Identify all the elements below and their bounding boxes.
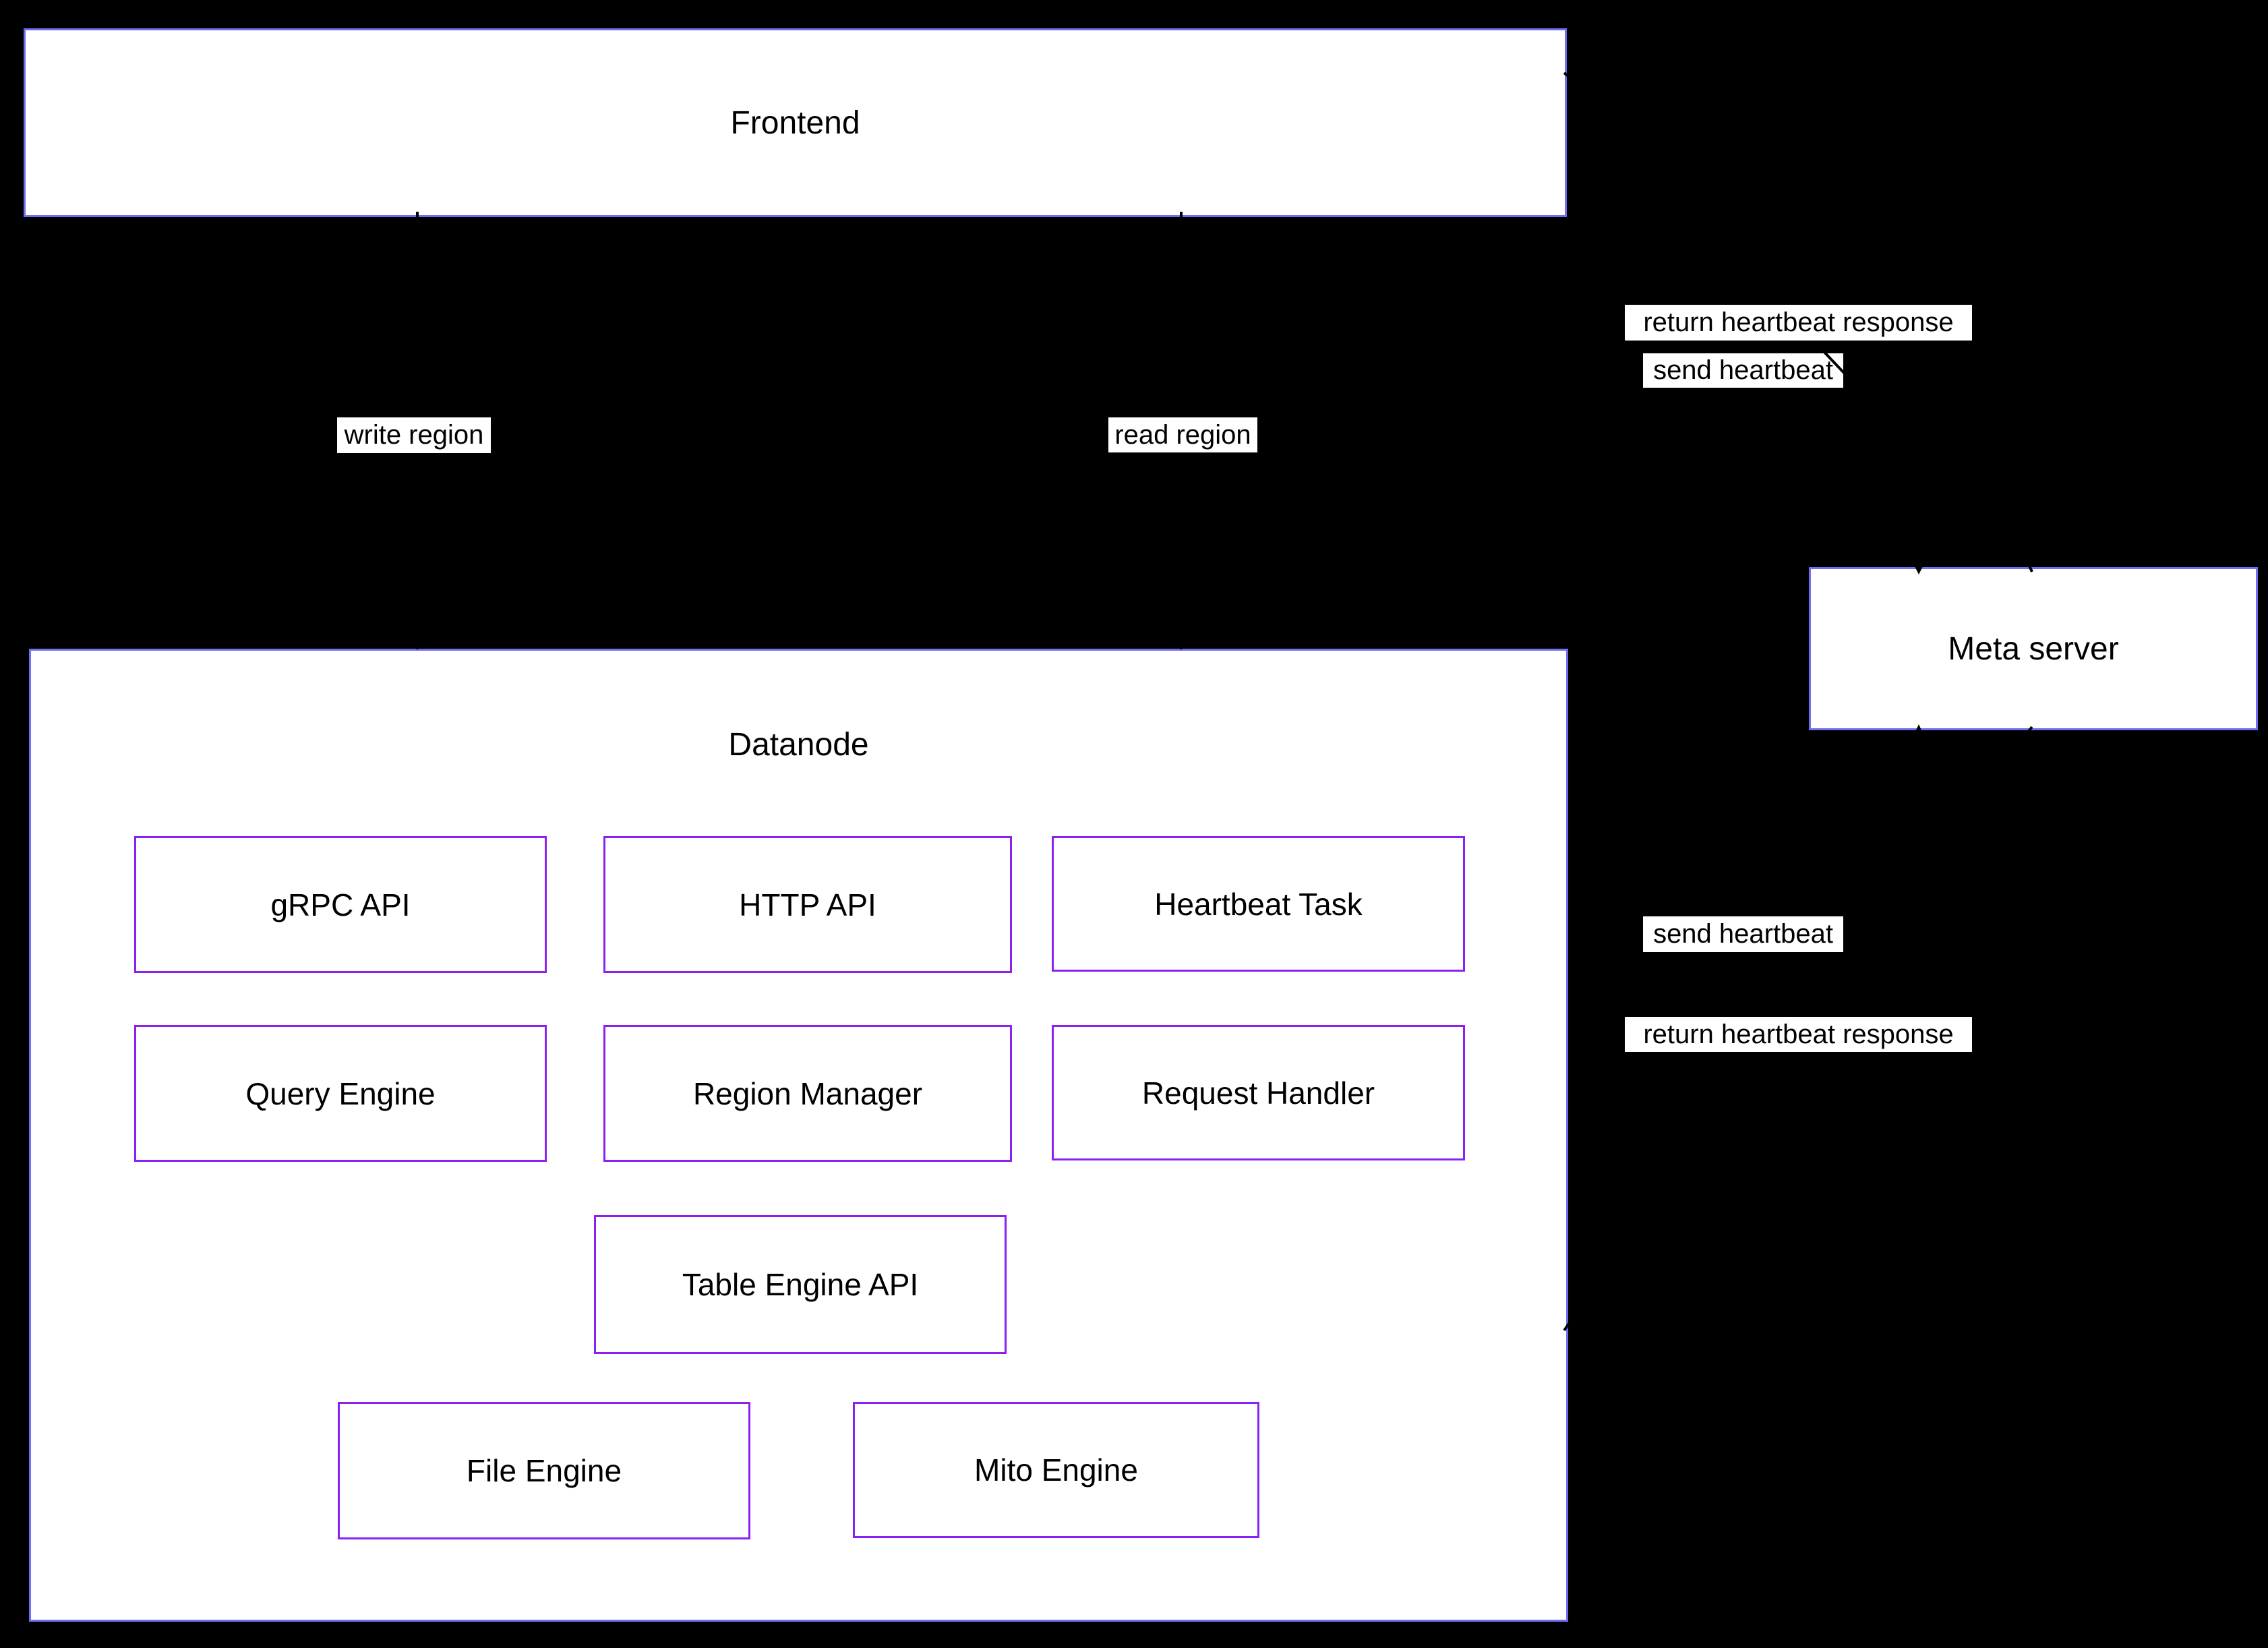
http-api-box: HTTP API: [603, 836, 1012, 973]
edge-label-write-region: write region: [337, 417, 491, 453]
frontend-node: Frontend: [24, 28, 1567, 217]
file-engine-box: File Engine: [338, 1402, 750, 1539]
edge-return-heartbeat-datanode: [1580, 726, 2033, 1131]
edge-label-return-heartbeat-frontend: return heartbeat response: [1625, 305, 1972, 341]
arrowhead-send-heartbeat-frontend: [1913, 562, 1925, 575]
frontend-label: Frontend: [730, 105, 860, 141]
arrowhead-return-heartbeat-datanode: [1568, 1125, 1580, 1137]
request-handler-box: Request Handler: [1052, 1025, 1465, 1160]
table-engine-api-box: Table Engine API: [594, 1215, 1007, 1354]
arrowhead-send-heartbeat-datanode: [1913, 724, 1924, 736]
datanode-label: Datanode: [728, 727, 869, 763]
meta-server-node: Meta server: [1809, 567, 2258, 730]
edge-label-send-heartbeat-frontend: send heartbeat: [1643, 353, 1843, 388]
arrowhead-return-heartbeat-frontend: [1568, 165, 1579, 177]
heartbeat-task-box: Heartbeat Task: [1052, 836, 1465, 972]
mito-engine-box: Mito Engine: [853, 1402, 1259, 1538]
edge-label-send-heartbeat-datanode: send heartbeat: [1643, 916, 1843, 952]
edge-label-read-region: read region: [1108, 417, 1257, 452]
grpc-api-box: gRPC API: [134, 836, 547, 973]
edge-label-return-heartbeat-datanode: return heartbeat response: [1625, 1017, 1972, 1052]
query-engine-box: Query Engine: [134, 1025, 547, 1162]
edge-segment-over-send-heartbeat-label: [1819, 347, 1846, 375]
region-manager-box: Region Manager: [603, 1025, 1012, 1162]
meta-server-label: Meta server: [1948, 630, 2119, 667]
edge-return-heartbeat-frontend: [1578, 169, 2033, 572]
arrowhead-write-region: [411, 639, 423, 650]
arrowhead-read-region: [1175, 639, 1187, 650]
